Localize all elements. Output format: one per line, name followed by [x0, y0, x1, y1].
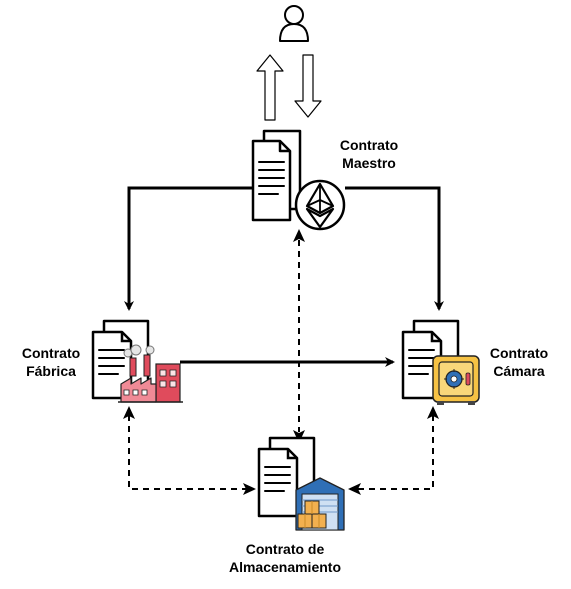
factory-icon	[118, 344, 183, 403]
request-up-arrow	[256, 54, 284, 121]
warehouse-contract-label-line1: Contrato de	[245, 541, 325, 557]
warehouse-icon	[295, 477, 345, 531]
warehouse-contract-label: Contrato de Almacenamiento	[205, 540, 365, 576]
master-to-camera-connector	[345, 186, 444, 311]
ethereum-icon	[294, 179, 346, 231]
master-contract-label: Contrato Maestro	[330, 136, 408, 172]
master-warehouse-dashed-connector	[293, 229, 305, 443]
user-icon	[279, 5, 309, 42]
factory-contract-label: Contrato Fábrica	[12, 344, 90, 380]
response-down-arrow	[294, 54, 322, 118]
camera-warehouse-dashed-connector	[348, 406, 439, 495]
camera-contract-label-line1: Contrato	[489, 345, 549, 361]
factory-warehouse-dashed-connector	[123, 406, 256, 495]
master-contract-label-line2: Maestro	[342, 155, 396, 171]
camera-contract-label: Contrato Cámara	[480, 344, 558, 380]
master-contract-label-line1: Contrato	[339, 137, 399, 153]
factory-contract-label-line1: Contrato	[21, 345, 81, 361]
camera-contract-label-line2: Cámara	[493, 363, 545, 379]
safe-icon	[432, 355, 480, 405]
master-to-factory-connector	[124, 186, 252, 311]
factory-contract-label-line2: Fábrica	[26, 363, 76, 379]
master-contract-document-icon	[251, 129, 302, 222]
warehouse-contract-label-line2: Almacenamiento	[228, 559, 342, 575]
